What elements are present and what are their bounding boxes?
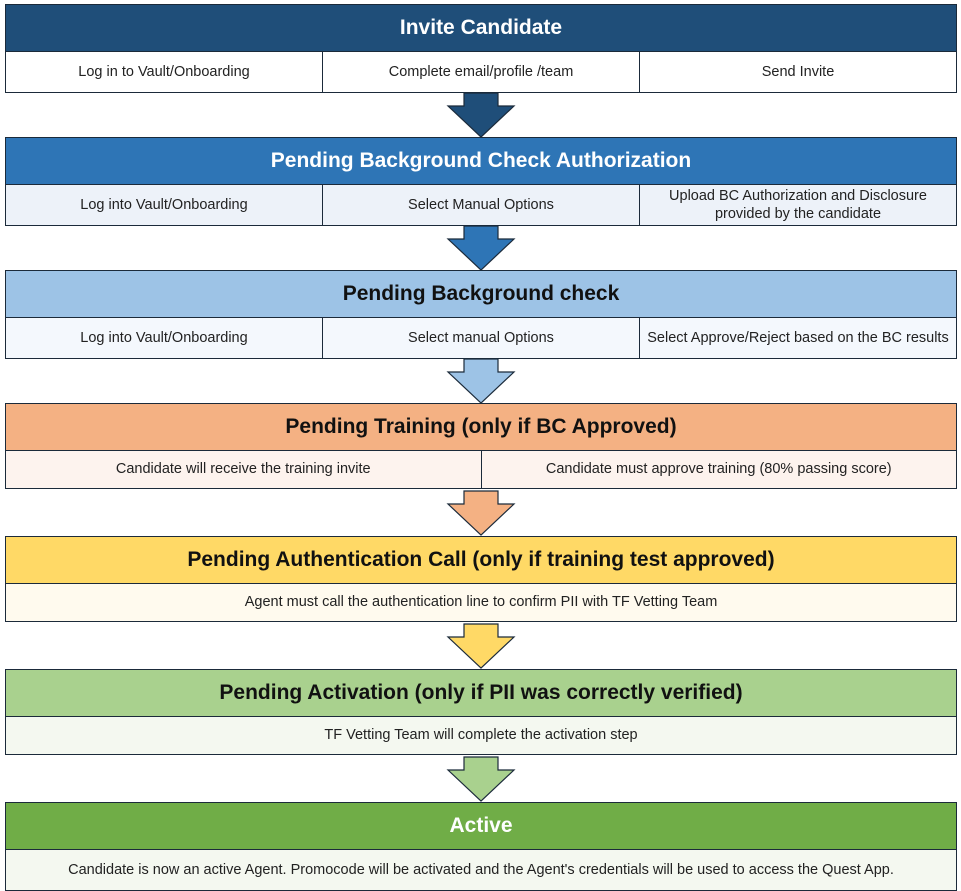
down-arrow-icon bbox=[446, 490, 516, 536]
stage-5: Pending Authentication Call (only if tra… bbox=[5, 536, 957, 622]
step-cell: Log in to Vault/Onboarding bbox=[78, 63, 250, 80]
stage-steps: Log into Vault/Onboarding Select manual O… bbox=[6, 317, 956, 358]
step-cell: Candidate is now an active Agent. Promoc… bbox=[68, 861, 894, 878]
step-cell: Log into Vault/Onboarding bbox=[80, 196, 248, 213]
step-cell: Agent must call the authentication line … bbox=[244, 594, 718, 611]
stage-title: Invite Candidate bbox=[6, 5, 956, 51]
stage-title: Active bbox=[6, 803, 956, 849]
stage-4: Pending Training (only if BC Approved)Ca… bbox=[5, 403, 957, 489]
stage-title: Pending Authentication Call (only if tra… bbox=[6, 537, 956, 583]
step-cell: Send Invite bbox=[639, 52, 956, 92]
stage-title: Pending Activation (only if PII was corr… bbox=[6, 670, 956, 716]
stage-title: Pending Background check bbox=[6, 271, 956, 317]
step-cell: Complete email/profile /team bbox=[322, 52, 639, 92]
stage-steps: Log in to Vault/Onboarding Complete email… bbox=[6, 51, 956, 92]
step-cell: TF Vetting Team will complete the activa… bbox=[324, 727, 638, 744]
step-cell: Select Approve/Reject based on the BC re… bbox=[639, 318, 956, 358]
step-cell: Candidate will receive the training invi… bbox=[115, 461, 371, 478]
down-arrow-icon bbox=[446, 225, 516, 271]
stage-6: Pending Activation (only if PII was corr… bbox=[5, 669, 957, 755]
step-cell: Upload BC Authorization and Disclosure p… bbox=[639, 185, 956, 225]
stage-title: Pending Background Check Authorization bbox=[6, 138, 956, 184]
stage-steps: Agent must call the authentication line … bbox=[6, 583, 956, 621]
stage-steps: Candidate is now an active Agent. Promoc… bbox=[6, 849, 956, 890]
stage-title: Pending Training (only if BC Approved) bbox=[6, 404, 956, 450]
step-cell: Log into Vault/Onboarding bbox=[80, 329, 248, 346]
down-arrow-icon bbox=[446, 756, 516, 802]
down-arrow-icon bbox=[446, 358, 516, 404]
down-arrow-icon bbox=[446, 623, 516, 669]
step-cell: Select manual Options bbox=[322, 318, 639, 358]
down-arrow-icon bbox=[446, 92, 516, 138]
stage-steps: Candidate will receive the training invi… bbox=[6, 450, 956, 488]
step-cell: Select Manual Options bbox=[322, 185, 639, 225]
stage-steps: TF Vetting Team will complete the activa… bbox=[6, 716, 956, 754]
stage-steps: Log into Vault/Onboarding Select Manual O… bbox=[6, 184, 956, 225]
step-cell: Candidate must approve training (80% pas… bbox=[480, 451, 957, 488]
